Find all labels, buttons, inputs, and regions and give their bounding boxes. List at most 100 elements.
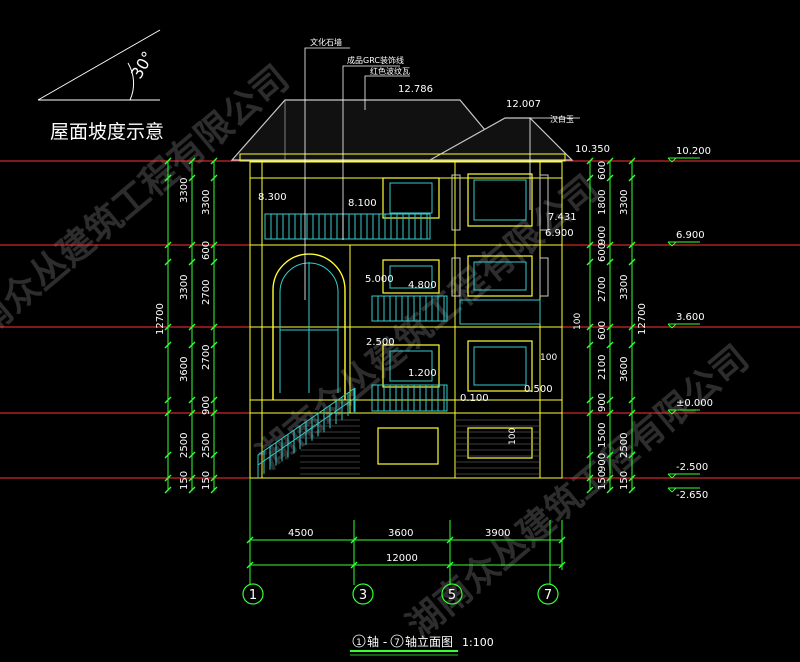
callout-tile: 红色波纹瓦 bbox=[370, 66, 410, 76]
dim-tick bbox=[210, 323, 218, 331]
left-dim-6: 2700 bbox=[201, 345, 212, 370]
right-dim-2: 1800 bbox=[597, 190, 608, 215]
elev-rail-low: 1.200 bbox=[408, 368, 437, 379]
dim-tick bbox=[606, 241, 614, 249]
level-mark-2: 6.900 bbox=[676, 230, 705, 241]
small-label-1: 100 bbox=[573, 313, 583, 330]
elev-balcony-rail: 4.800 bbox=[408, 280, 437, 291]
level-arrow bbox=[671, 241, 677, 247]
rail-bars bbox=[270, 214, 445, 411]
stair-bars bbox=[257, 388, 355, 478]
dim-tick bbox=[606, 486, 614, 494]
level-arrow bbox=[667, 323, 673, 329]
right-dim-8: 900 bbox=[597, 393, 608, 412]
dim-tick bbox=[164, 241, 172, 249]
dim-tick bbox=[188, 451, 196, 459]
watermark-text-3: 湖南众丛建筑工程有限公司 bbox=[0, 58, 297, 367]
dim-tick bbox=[188, 258, 196, 266]
level-mark-4: ±0.000 bbox=[676, 398, 713, 409]
right-dim-6: 600 bbox=[597, 321, 608, 340]
dim-tick bbox=[210, 241, 218, 249]
left-total: 12700 bbox=[155, 303, 166, 335]
title-axis-from: 1 bbox=[356, 638, 362, 648]
dim-tick bbox=[350, 561, 358, 569]
elev-slab-mid2: 6.900 bbox=[545, 228, 574, 239]
dim-tick bbox=[210, 341, 218, 349]
right-outer-5: 150 bbox=[619, 471, 630, 490]
right-level-marks: 10.200 6.900 3.600 ±0.000 -2.500 -2.650 bbox=[667, 146, 713, 501]
dim-tick bbox=[210, 157, 218, 165]
dim-tick bbox=[628, 409, 636, 417]
right-outer-4: 2500 bbox=[619, 433, 630, 458]
right-dim-4: 600 bbox=[597, 243, 608, 262]
dim-tick bbox=[606, 174, 614, 182]
right-dim-11: 150 bbox=[597, 471, 608, 490]
left-dim-4: 2700 bbox=[201, 280, 212, 305]
dim-tick bbox=[606, 341, 614, 349]
bottom-dim-2: 3600 bbox=[388, 528, 413, 539]
level-mark-5: -2.500 bbox=[676, 462, 708, 473]
level-arrow bbox=[671, 487, 677, 493]
dim-tick bbox=[210, 396, 218, 404]
left-dim-8b: 2500 bbox=[201, 433, 212, 458]
bottom-dim-1: 4500 bbox=[288, 528, 313, 539]
dim-tick bbox=[586, 396, 594, 404]
right-dim-7: 2100 bbox=[597, 355, 608, 380]
elev-parapet-left: 8.300 bbox=[258, 192, 287, 203]
left-dim-9b: 150 bbox=[201, 471, 212, 490]
roof-slope-diagram: 30° 屋面坡度示意 bbox=[37, 29, 164, 143]
dim-tick bbox=[188, 341, 196, 349]
level-arrow bbox=[671, 409, 677, 415]
title-axis-text: 轴 - bbox=[367, 634, 387, 649]
dim-tick bbox=[586, 474, 594, 482]
dim-tick bbox=[210, 409, 218, 417]
building-walls bbox=[249, 161, 563, 479]
level-mark-6: -2.650 bbox=[676, 490, 708, 501]
callout-grc: 成品GRC装饰线 bbox=[347, 55, 404, 65]
axis-markers: 1 3 5 7 bbox=[242, 583, 559, 605]
left-dim-1b: 3300 bbox=[201, 190, 212, 215]
dim-tick bbox=[586, 323, 594, 331]
dim-tick bbox=[164, 341, 172, 349]
elevation-labels: 12.786 12.007 10.350 8.300 8.100 7.431 6… bbox=[258, 84, 610, 404]
title-scale: 1:100 bbox=[462, 636, 494, 649]
dim-tick bbox=[164, 258, 172, 266]
dim-tick bbox=[164, 157, 172, 165]
level-mark-1: 10.200 bbox=[676, 146, 711, 157]
dim-tick bbox=[586, 174, 594, 182]
dim-tick bbox=[628, 396, 636, 404]
level-mark-3: 3.600 bbox=[676, 312, 705, 323]
dim-tick bbox=[188, 157, 196, 165]
columns bbox=[451, 174, 549, 297]
callout-texts: 文化石墙 成品GRC装饰线 红色波纹瓦 汉白玉 bbox=[310, 37, 574, 124]
dim-tick bbox=[606, 396, 614, 404]
dim-tick bbox=[350, 536, 358, 544]
level-arrow bbox=[667, 409, 673, 415]
level-arrow bbox=[667, 487, 673, 493]
dim-tick bbox=[606, 323, 614, 331]
level-arrow bbox=[667, 241, 673, 247]
drawing-title: 1 轴 - 7 轴立面图 1:100 bbox=[350, 634, 494, 656]
small-label-2: 100 bbox=[540, 353, 557, 363]
left-dim-2: 600 bbox=[201, 241, 212, 260]
dim-tick bbox=[188, 486, 196, 494]
slope-angle: 30° bbox=[127, 48, 158, 82]
dim-tick bbox=[558, 561, 566, 569]
right-outer-1: 3300 bbox=[619, 190, 630, 215]
level-arrow bbox=[667, 473, 673, 479]
right-dim-5: 2700 bbox=[597, 277, 608, 302]
elev-ridge-main: 12.786 bbox=[398, 84, 433, 95]
right-dim-9: 1500 bbox=[597, 423, 608, 448]
left-dim-3: 3300 bbox=[179, 275, 190, 300]
callout-leaders bbox=[304, 47, 580, 300]
dim-tick bbox=[164, 474, 172, 482]
dim-tick bbox=[164, 323, 172, 331]
title-name: 轴立面图 bbox=[405, 634, 453, 649]
left-dim-7: 900 bbox=[201, 396, 212, 415]
dim-tick bbox=[210, 258, 218, 266]
dim-tick bbox=[164, 174, 172, 182]
right-dim-10: 900 bbox=[597, 453, 608, 472]
axis-label-5: 5 bbox=[448, 588, 456, 603]
title-axis-to: 7 bbox=[394, 638, 400, 648]
dim-tick bbox=[586, 258, 594, 266]
